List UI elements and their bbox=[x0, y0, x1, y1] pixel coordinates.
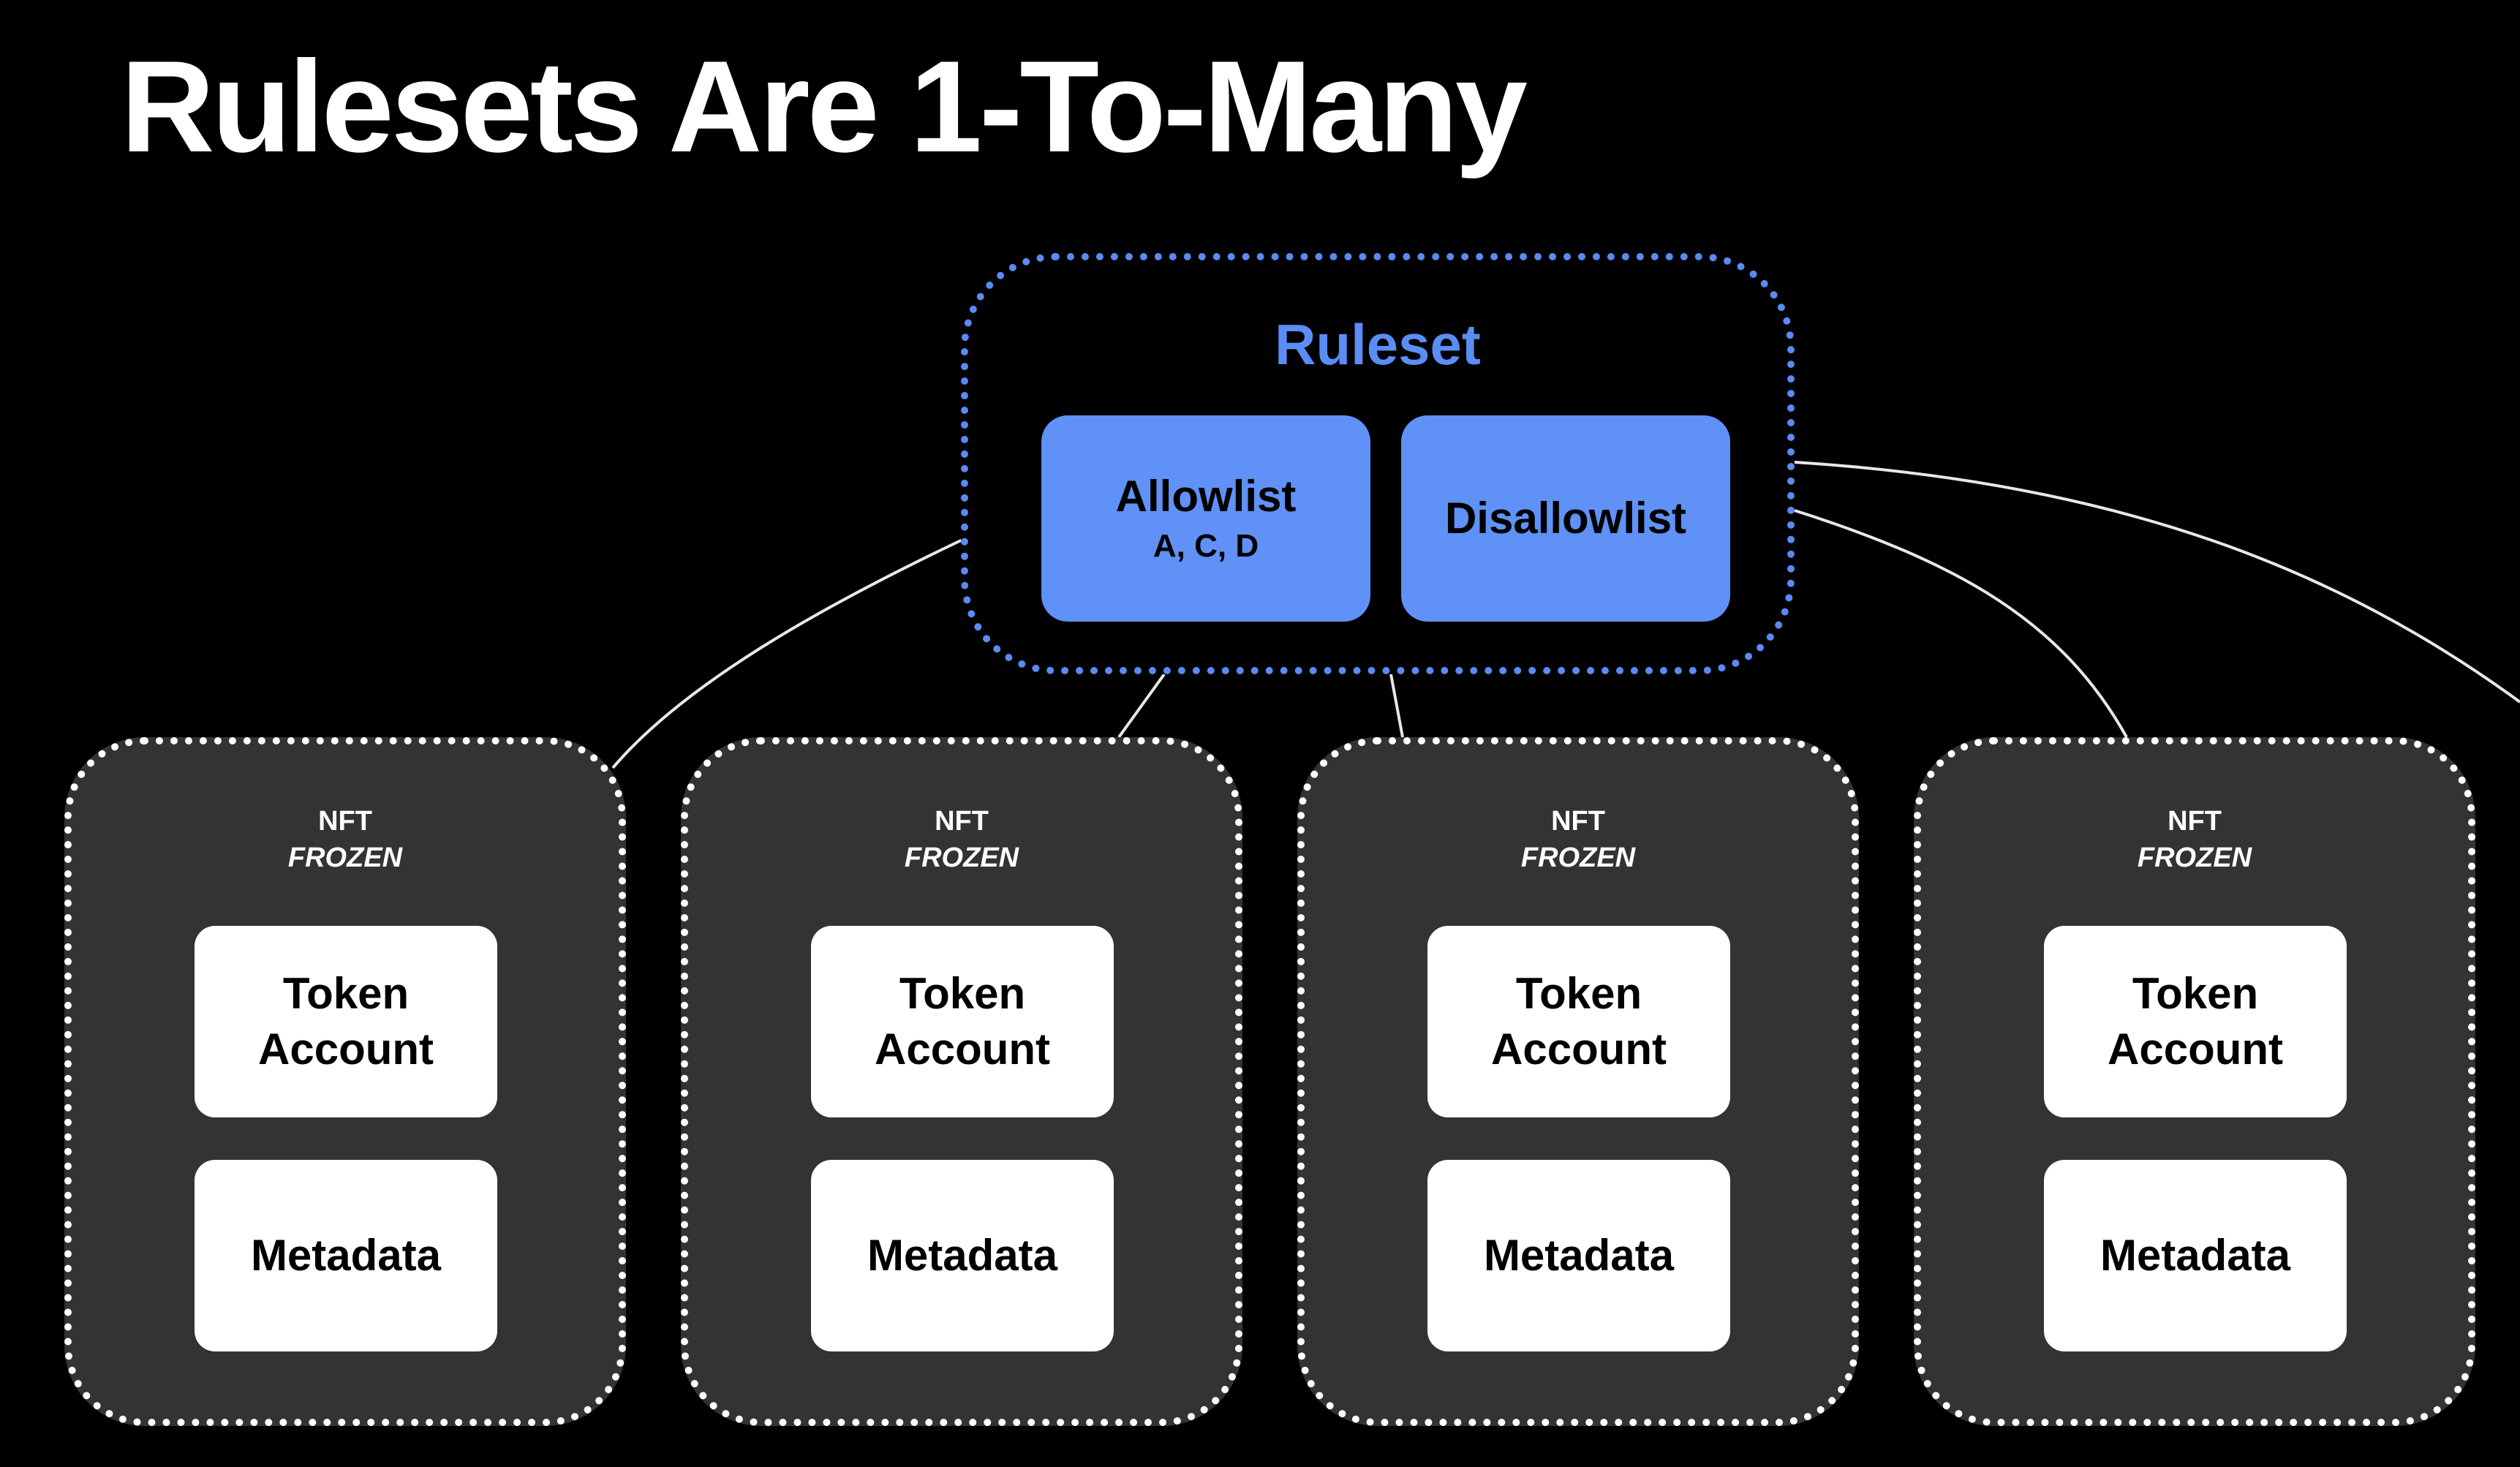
token-account-box: Token Account bbox=[2044, 926, 2347, 1117]
ruleset-container: Ruleset Allowlist A, C, D Disallowlist bbox=[961, 253, 1795, 674]
connector-nft-1 bbox=[611, 527, 988, 769]
token-account-label: Token Account bbox=[2108, 968, 2283, 1074]
metadata-label: Metadata bbox=[867, 1230, 1058, 1280]
nft-card: NFT FROZEN Token Account Metadata bbox=[1914, 737, 2475, 1426]
disallowlist-label: Disallowlist bbox=[1444, 494, 1687, 543]
token-account-label: Token Account bbox=[875, 968, 1050, 1074]
token-account-box: Token Account bbox=[811, 926, 1114, 1117]
allowlist-label: Allowlist bbox=[1115, 472, 1297, 521]
nft-header: NFT FROZEN bbox=[688, 803, 1235, 876]
metadata-box: Metadata bbox=[1427, 1160, 1730, 1351]
ruleset-title: Ruleset bbox=[1275, 312, 1481, 377]
nft-status: FROZEN bbox=[2137, 842, 2252, 873]
nft-label: NFT bbox=[2168, 806, 2222, 837]
disallowlist-box: Disallowlist bbox=[1401, 415, 1730, 622]
metadata-box: Metadata bbox=[811, 1160, 1114, 1351]
metadata-box: Metadata bbox=[195, 1160, 497, 1351]
token-account-label: Token Account bbox=[258, 968, 434, 1074]
nft-card: NFT FROZEN Token Account Metadata bbox=[1297, 737, 1859, 1426]
allowlist-entries: A, C, D bbox=[1153, 528, 1259, 564]
nft-header: NFT FROZEN bbox=[1305, 803, 1852, 876]
nft-status: FROZEN bbox=[904, 842, 1019, 873]
slide-title: Rulesets Are 1-To-Many bbox=[121, 34, 1528, 179]
metadata-label: Metadata bbox=[1483, 1230, 1675, 1280]
metadata-label: Metadata bbox=[250, 1230, 442, 1280]
nft-card: NFT FROZEN Token Account Metadata bbox=[681, 737, 1242, 1426]
nft-status: FROZEN bbox=[1520, 842, 1636, 873]
connector-nft-2 bbox=[1117, 673, 1166, 739]
token-account-box: Token Account bbox=[1427, 926, 1730, 1117]
nft-label: NFT bbox=[935, 806, 989, 837]
nft-header: NFT FROZEN bbox=[72, 803, 619, 876]
allowlist-box: Allowlist A, C, D bbox=[1041, 415, 1370, 622]
token-account-label: Token Account bbox=[1491, 968, 1667, 1074]
connector-nft-3 bbox=[1389, 674, 1404, 738]
nft-label: NFT bbox=[318, 806, 372, 837]
connector-offscreen bbox=[1794, 461, 2520, 704]
token-account-box: Token Account bbox=[195, 926, 497, 1117]
nft-card: NFT FROZEN Token Account Metadata bbox=[64, 737, 626, 1426]
nft-header: NFT FROZEN bbox=[1921, 803, 2468, 876]
metadata-box: Metadata bbox=[2044, 1160, 2347, 1351]
nft-status: FROZEN bbox=[287, 842, 403, 873]
connector-nft-4 bbox=[1794, 509, 2128, 738]
nft-label: NFT bbox=[1551, 806, 1605, 837]
metadata-label: Metadata bbox=[2100, 1230, 2291, 1280]
